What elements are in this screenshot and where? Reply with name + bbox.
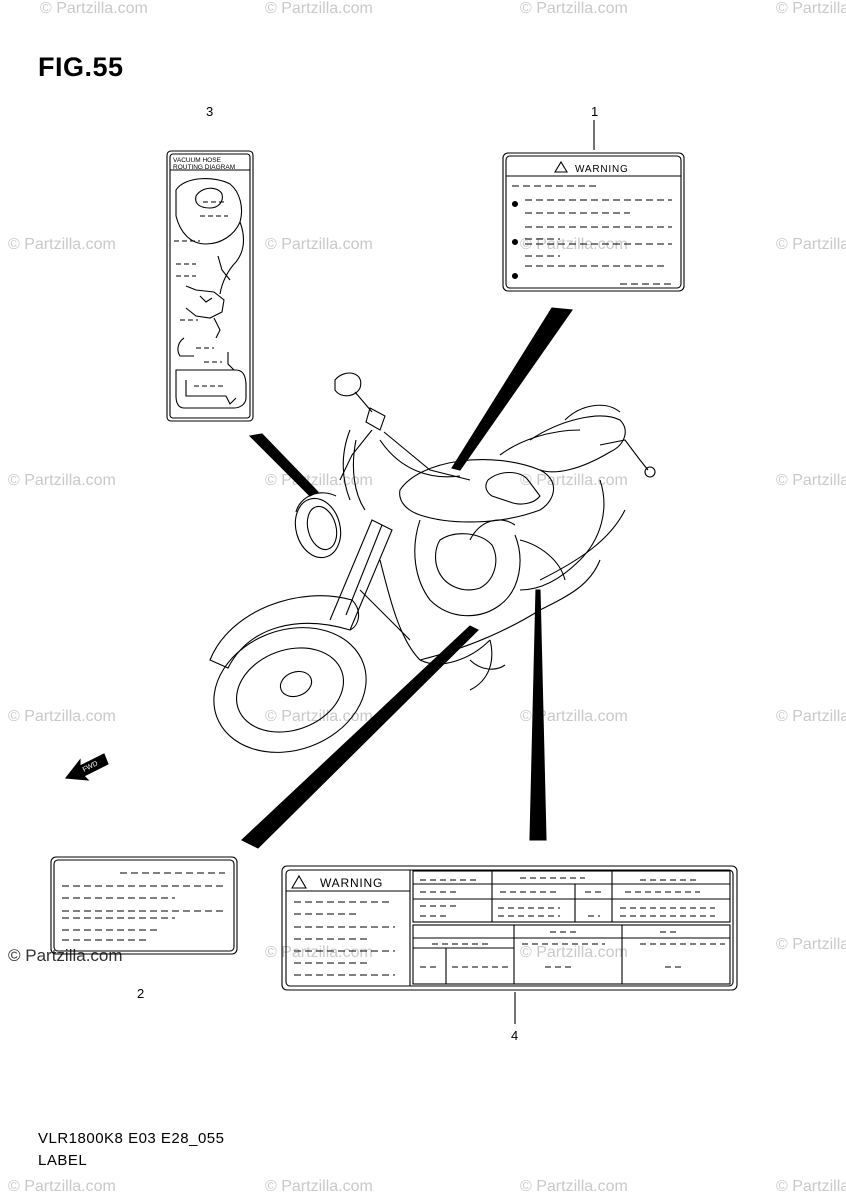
watermark: © Partzilla.com	[520, 1178, 628, 1195]
watermark: © Partzilla.com	[8, 472, 116, 489]
fwd-arrow-icon	[64, 753, 109, 781]
label-3[interactable]	[166, 150, 254, 422]
watermark: © Partzilla.com	[265, 708, 373, 725]
model-code: VLR1800K8 E03 E28_055	[38, 1130, 225, 1147]
motorcycle-illustration	[209, 372, 656, 753]
watermark: © Partzilla.com	[8, 1178, 116, 1195]
watermark: © Partzilla.com	[776, 1178, 846, 1195]
watermark: © Partzilla.com	[776, 0, 846, 17]
watermark: © Partzilla.com	[520, 0, 628, 17]
watermark: © Partzilla.com	[776, 708, 846, 725]
pointer-wedge-label-4	[529, 589, 547, 841]
label-3-heading-line2: ROUTING DIAGRAM	[173, 164, 235, 171]
watermark: © Partzilla.com	[265, 944, 373, 961]
callout-1[interactable]: 1	[591, 104, 599, 119]
callout-2[interactable]: 2	[137, 986, 145, 1001]
label-3-heading-line1: VACUUM HOSE	[173, 157, 222, 164]
watermark: © Partzilla.com	[265, 0, 373, 17]
label-4-heading: WARNING	[320, 876, 383, 890]
warning-triangle-icon	[554, 160, 568, 173]
label-1[interactable]	[502, 152, 685, 292]
pointer-wedge-label-1	[451, 307, 573, 471]
callout-4[interactable]: 4	[511, 1028, 519, 1043]
watermark: © Partzilla.com	[265, 1178, 373, 1195]
pointer-wedge-label-3	[248, 433, 319, 497]
label-4[interactable]	[281, 865, 738, 991]
section-name: LABEL	[38, 1152, 88, 1169]
callout-3[interactable]: 3	[206, 104, 214, 119]
watermark: © Partzilla.com	[520, 708, 628, 725]
label-2[interactable]	[50, 856, 238, 955]
watermark: © Partzilla.com	[8, 708, 116, 725]
figure-title: FIG.55	[38, 52, 124, 82]
warning-triangle-icon	[291, 874, 307, 889]
watermark: © Partzilla.com	[776, 936, 846, 953]
watermark: © Partzilla.com	[520, 944, 628, 961]
label-1-heading: WARNING	[575, 164, 629, 175]
watermark: © Partzilla.com	[776, 236, 846, 253]
watermark: © Partzilla.com	[40, 0, 148, 17]
watermark: © Partzilla.com	[8, 236, 116, 253]
watermark: © Partzilla.com	[776, 472, 846, 489]
pointer-wedge-label-2	[241, 625, 479, 849]
watermark: © Partzilla.com	[265, 236, 373, 253]
